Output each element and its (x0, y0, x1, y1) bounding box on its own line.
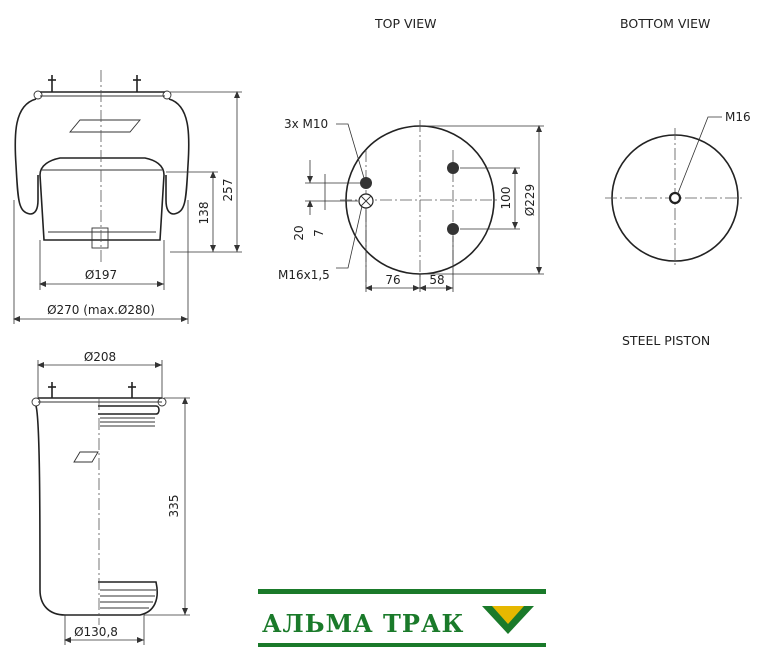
label-center-thread: M16x1,5 (278, 268, 330, 282)
thread-hole-3 (447, 223, 459, 235)
top-view-title: TOP VIEW (374, 16, 436, 31)
dim-diameter-229: Ø229 (523, 184, 537, 216)
dim-sleeve-diam-bottom: Ø130,8 (74, 625, 118, 639)
dim-76: 76 (385, 273, 400, 287)
sleeve-view-drawing (31, 360, 190, 645)
dim-100: 100 (499, 187, 513, 210)
steel-piston-title: STEEL PISTON (622, 333, 710, 348)
dim-diam-bellow: Ø270 (max.Ø280) (47, 303, 155, 317)
side-view-drawing (13, 70, 242, 324)
dim-sleeve-height: 335 (167, 495, 181, 518)
bottom-view-title: BOTTOM VIEW (620, 16, 710, 31)
dim-diam-piston: Ø197 (85, 268, 117, 282)
dim-height-total: 257 (221, 179, 235, 202)
label-bottom-thread: M16 (725, 110, 751, 124)
dim-height-piston: 138 (197, 202, 211, 225)
dim-20: 20 (292, 225, 306, 240)
bottom-thread (668, 191, 682, 205)
dim-sleeve-diam-top: Ø208 (84, 350, 116, 364)
thread-hole-1 (360, 177, 372, 189)
thread-hole-2 (447, 162, 459, 174)
dim-58: 58 (429, 273, 444, 287)
bottom-view-drawing (605, 116, 745, 268)
dim-7: 7 (312, 229, 326, 237)
brand-logo (258, 589, 546, 647)
brand-name: АЛЬМА ТРАК (262, 609, 464, 638)
label-thread-holes: 3x M10 (284, 117, 328, 131)
top-view-drawing (305, 120, 544, 292)
